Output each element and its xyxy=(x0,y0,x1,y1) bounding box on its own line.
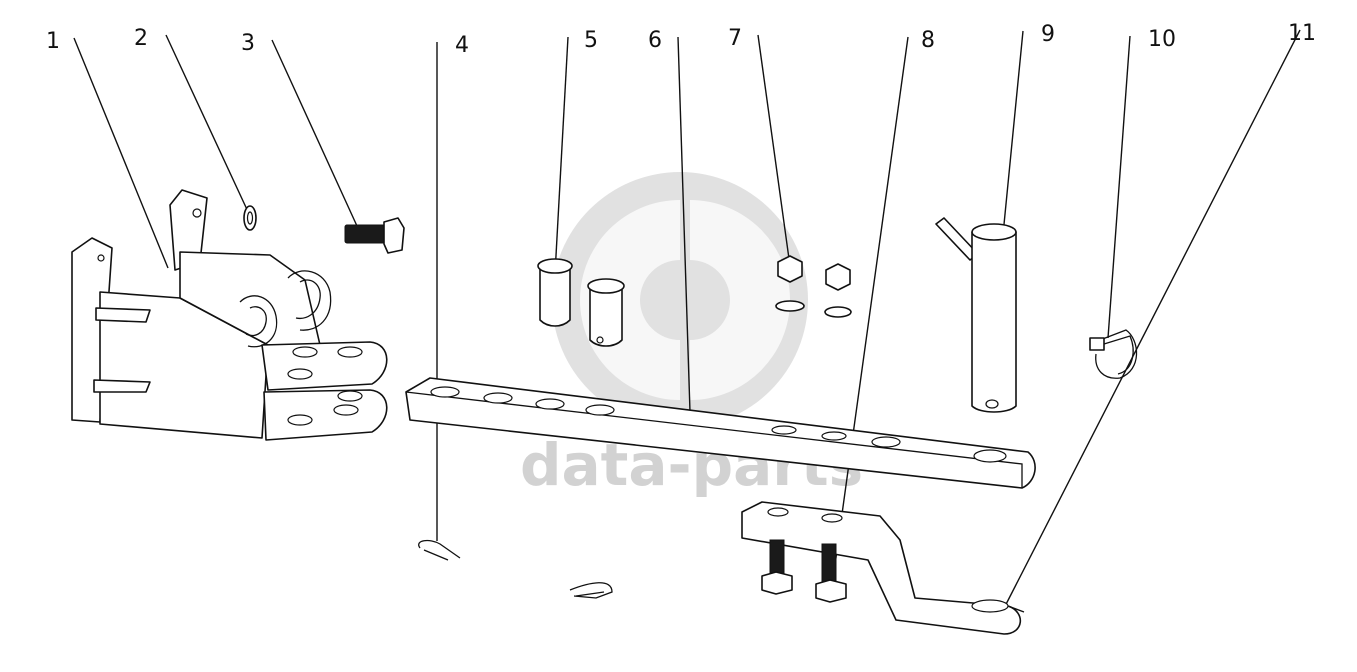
part-8-offset-drawbar xyxy=(741,501,1022,635)
callout-3: 3 xyxy=(241,31,255,56)
leader-lines xyxy=(73,29,1301,617)
part-4-cotter-pins xyxy=(418,539,613,599)
part-6-drawbar xyxy=(405,377,1036,489)
callout-1: 1 xyxy=(46,29,60,54)
callout-2: 2 xyxy=(134,26,148,51)
part-7-nuts-washers xyxy=(775,255,852,318)
callout-5: 5 xyxy=(584,28,598,53)
part-10-linch-pin xyxy=(1089,329,1138,379)
callout-4: 4 xyxy=(455,33,469,58)
part-11-drawbar-end xyxy=(1007,605,1025,613)
part-2-spring-washer xyxy=(243,205,257,231)
part-5-bushings xyxy=(537,258,625,347)
callout-7: 7 xyxy=(728,26,742,51)
callout-10: 10 xyxy=(1148,27,1176,52)
part-3-bolt xyxy=(344,217,405,254)
callout-11: 11 xyxy=(1288,21,1316,46)
callout-8: 8 xyxy=(921,28,935,53)
part-9-handle-pin xyxy=(935,217,1017,413)
callout-9: 9 xyxy=(1041,22,1055,47)
watermark-logo xyxy=(552,172,808,428)
callout-6: 6 xyxy=(648,28,662,53)
part-1-hitch-bracket xyxy=(71,189,388,441)
